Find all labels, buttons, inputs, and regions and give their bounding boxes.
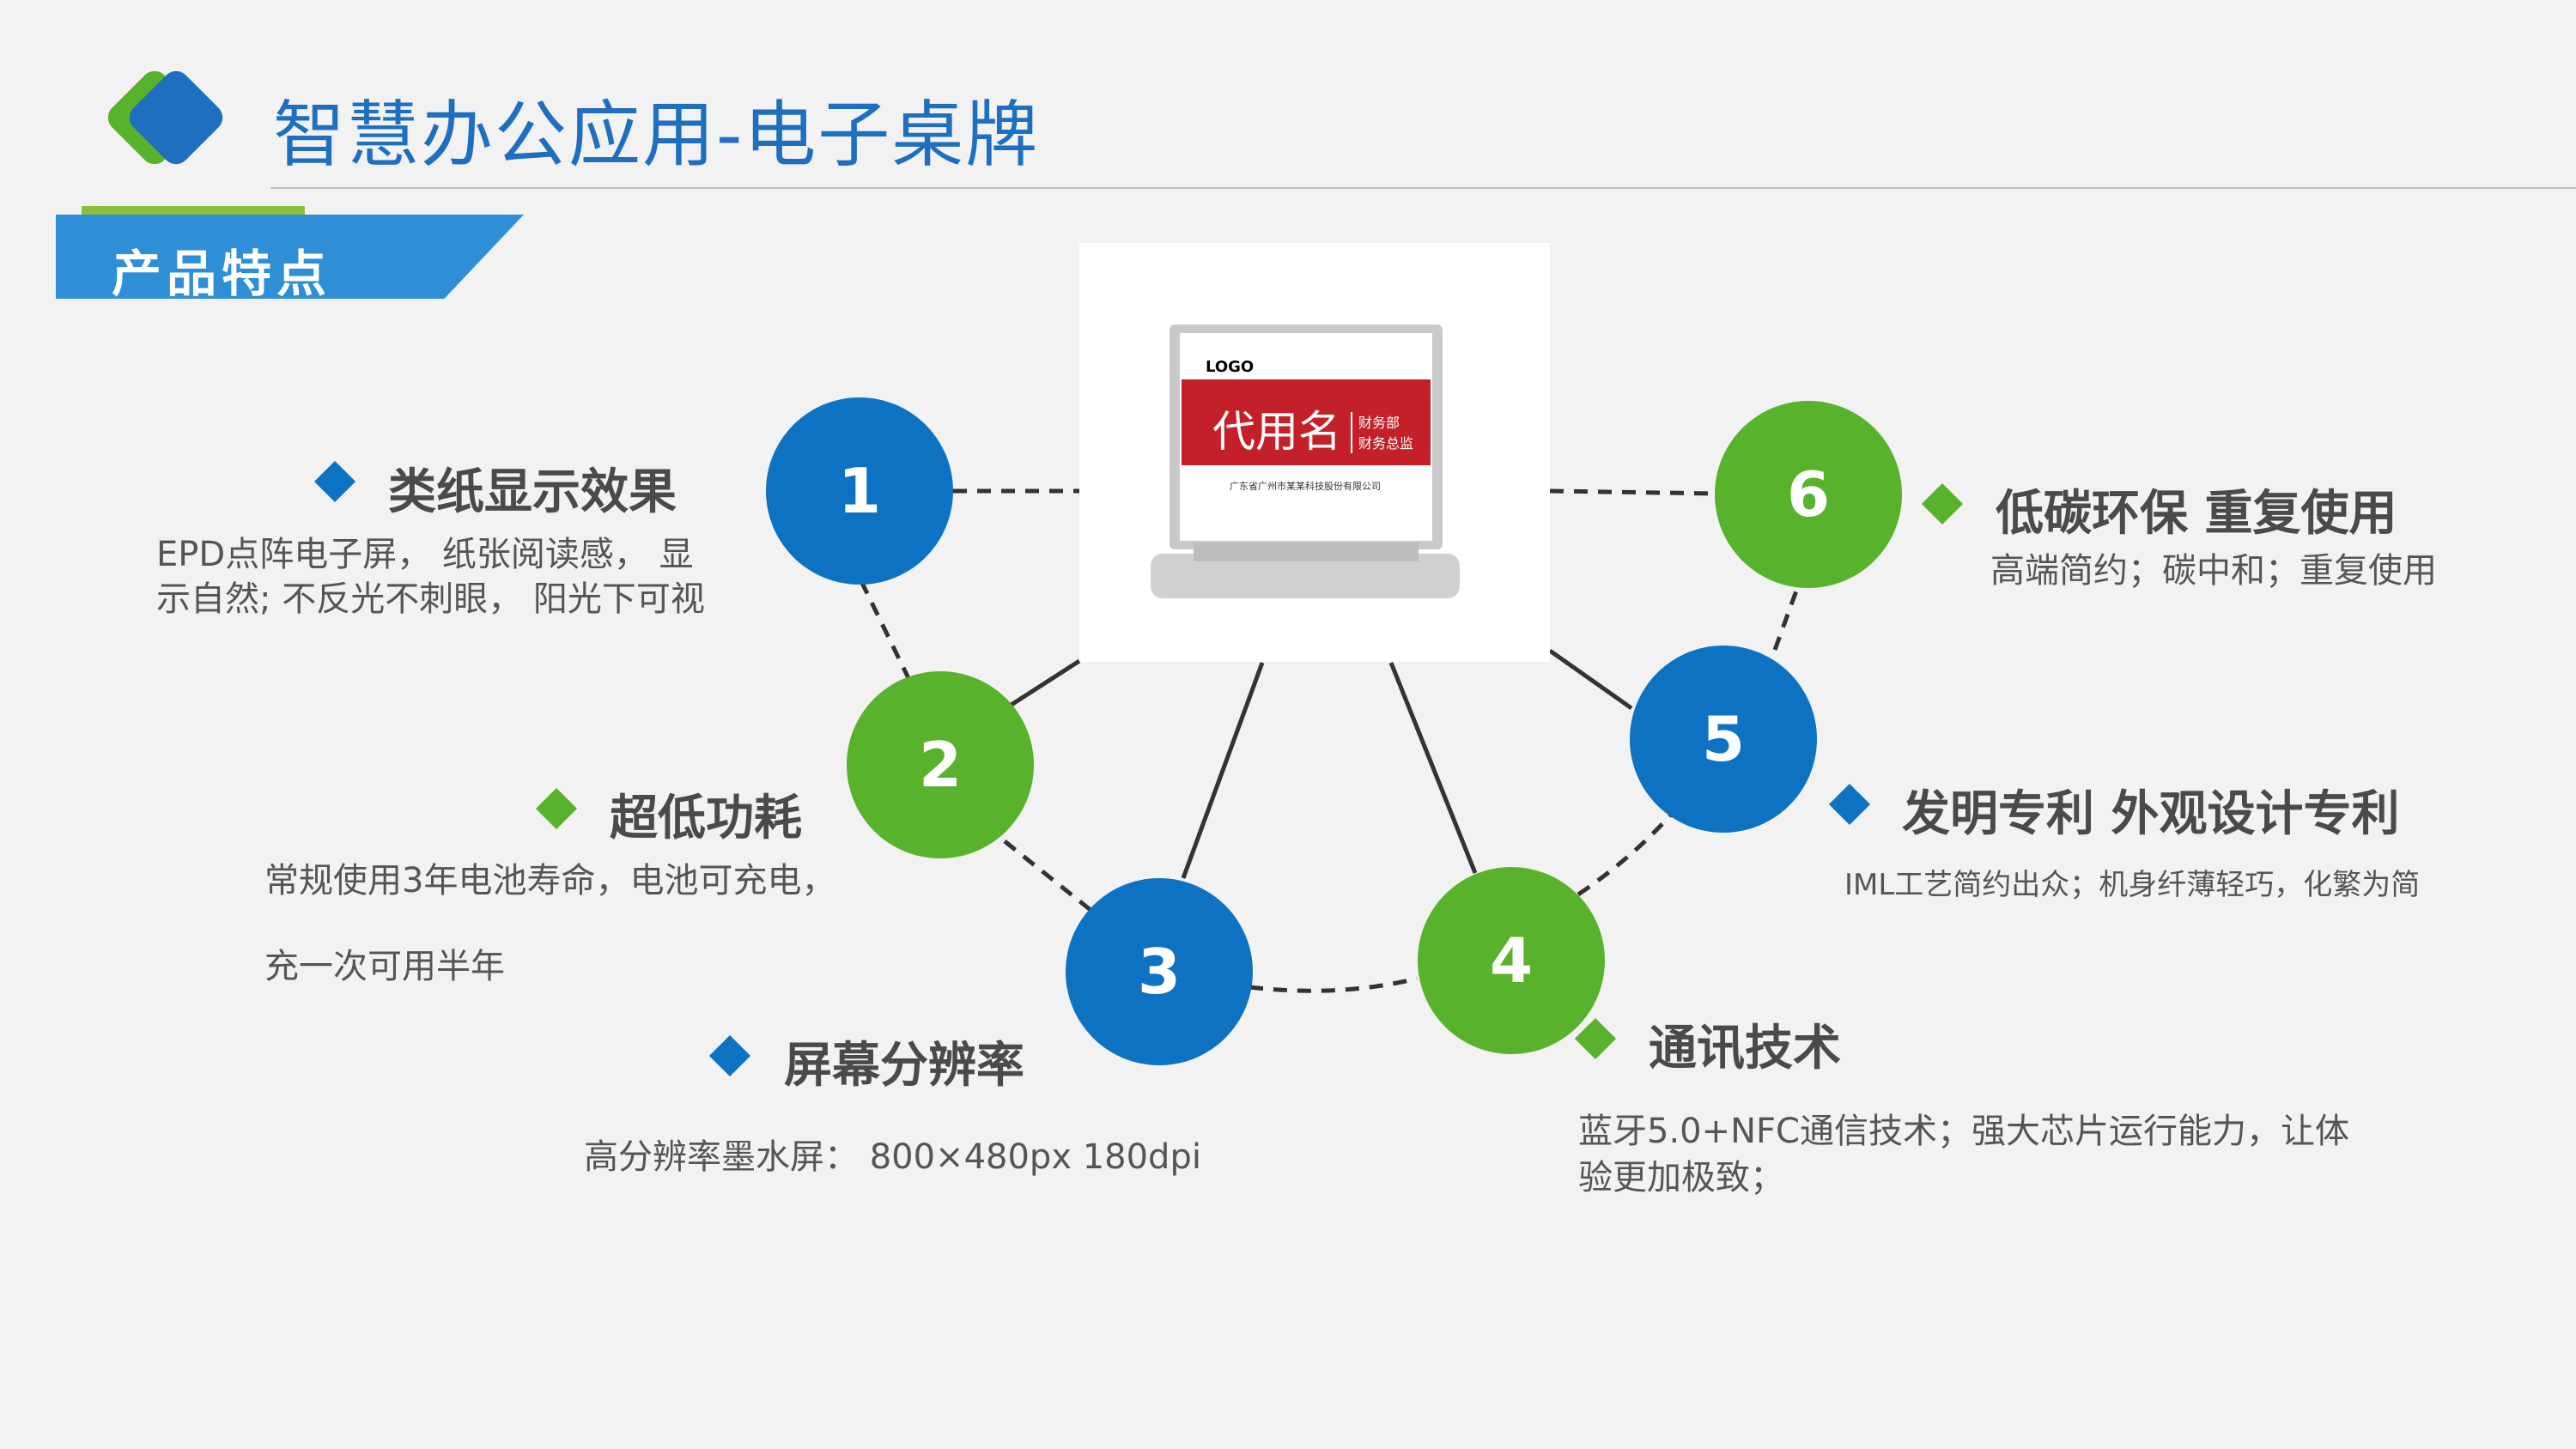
- feature-desc-4a: 蓝牙5.0+NFC通信技术；强大芯片运行能力，让体: [1578, 1112, 2349, 1151]
- feature-desc-5: IML工艺简约出众；机身纤薄轻巧，化繁为简: [1844, 868, 2421, 902]
- sign-company-text: 广东省广州市某某科技股份有限公司: [1230, 480, 1381, 492]
- sign-position-text: 财务总监: [1358, 435, 1413, 452]
- feature-title-4: 通讯技术: [1649, 1021, 1841, 1076]
- feature-title-3: 屏幕分辨率: [784, 1038, 1024, 1094]
- feature-desc-4b: 验更加极致；: [1578, 1158, 1784, 1197]
- feature-node-4: 4: [1418, 867, 1605, 1054]
- feature-node-3: 3: [1066, 878, 1253, 1065]
- feature-desc-2b: 充一次可用半年: [264, 947, 505, 986]
- feature-node-5: 5: [1630, 646, 1817, 833]
- section-banner: [56, 215, 524, 299]
- page-title: 智慧办公应用-电子桌牌: [273, 93, 1040, 177]
- desk-sign-image: LOGO 代用名 财务部 财务总监 广东省广州市某某科技股份有限公司: [1151, 324, 1460, 598]
- brand-logo: [107, 70, 223, 165]
- feature-title-1: 类纸显示效果: [388, 464, 677, 520]
- feature-node-2: 2: [847, 671, 1034, 858]
- sign-name-text: 代用名: [1212, 407, 1341, 457]
- feature-title-5: 发明专利 外观设计专利: [1902, 786, 2400, 842]
- feature-title-2: 超低功耗: [610, 791, 802, 846]
- feature-title-6: 低碳环保 重复使用: [1996, 486, 2397, 542]
- section-title: 产品特点: [112, 245, 332, 303]
- feature-desc-3: 高分辨率墨水屏： 800×480px 180dpi: [584, 1137, 1201, 1177]
- title-divider: [270, 187, 2576, 189]
- feature-desc-6: 高端简约；碳中和；重复使用: [1990, 551, 2437, 591]
- feature-desc-2a: 常规使用3年电池寿命，电池可充电，: [264, 861, 836, 900]
- feature-desc-1b: 示自然; 不反光不刺眼， 阳光下可视: [156, 579, 705, 619]
- feature-desc-1a: EPD点阵电子屏， 纸张阅读感， 显: [156, 535, 694, 574]
- sign-logo-text: LOGO: [1206, 358, 1254, 376]
- sign-dept-text: 财务部: [1358, 415, 1400, 431]
- feature-node-1: 1: [766, 397, 953, 585]
- feature-node-6: 6: [1715, 401, 1902, 588]
